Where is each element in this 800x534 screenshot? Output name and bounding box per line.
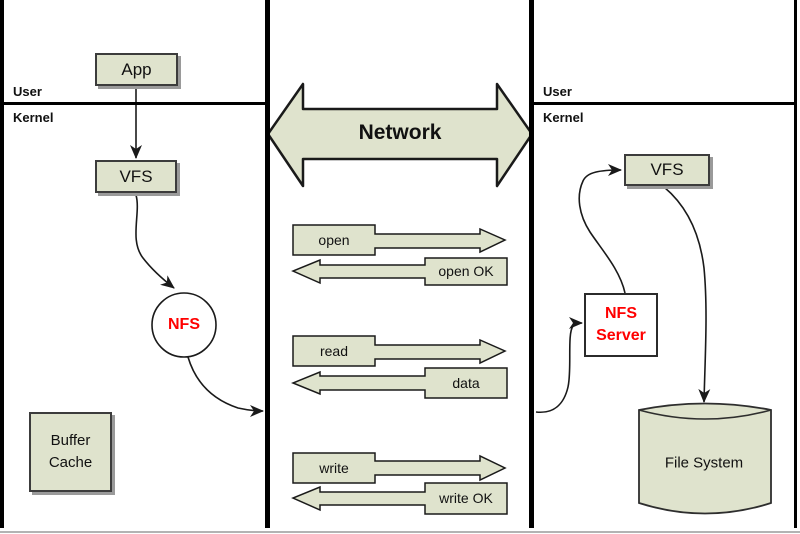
vfs-to-file-system-arrow — [663, 186, 711, 403]
client-user-kernel-line — [4, 102, 265, 105]
network-server-divider-line — [529, 0, 534, 528]
open-ok-reply-arrow-shape — [291, 257, 508, 286]
server-user-kernel-line — [534, 102, 794, 105]
data-reply-arrow-shape — [291, 367, 508, 399]
nfs-client-label: NFS — [168, 316, 200, 333]
nfs-server-box: NFS Server — [584, 293, 658, 357]
nfs-server-to-vfs-arrow — [578, 164, 626, 294]
write-ok-reply-label: write OK — [439, 490, 493, 506]
server-kernel-label: Kernel — [543, 110, 584, 125]
file-system-cylinder — [638, 402, 772, 515]
server-right-border-line — [794, 0, 797, 528]
write-request-label: write — [319, 460, 349, 476]
bottom-edge-line — [0, 531, 800, 533]
read-request-arrow-shape — [292, 335, 507, 367]
buffer-cache-box: Buffer Cache — [29, 412, 112, 492]
open-request-label: open — [318, 232, 350, 248]
nfs-server-label-line1: NFS — [605, 305, 637, 323]
client-network-divider-line — [265, 0, 270, 528]
client-left-border-line — [0, 0, 4, 528]
vfs-server-box: VFS — [624, 154, 710, 186]
read-request-label: read — [319, 343, 349, 359]
nfs-to-network-arrow — [187, 356, 264, 417]
buffer-cache-label: Buffer Cache — [48, 432, 93, 471]
app-box: App — [95, 53, 178, 86]
file-system-label: File System — [664, 454, 744, 472]
network-to-nfs-server-arrow — [535, 317, 583, 413]
app-label: App — [121, 59, 152, 79]
data-reply-label: data — [452, 375, 480, 391]
write-ok-reply-arrow-shape — [291, 482, 508, 515]
write-request-arrow-shape — [292, 452, 507, 484]
vfs-to-nfs-arrow — [135, 194, 175, 289]
network-label: Network — [358, 121, 442, 144]
server-user-label: User — [543, 84, 572, 99]
client-kernel-label: Kernel — [13, 110, 54, 125]
vfs-client-box: VFS — [95, 160, 177, 193]
open-ok-reply-label: open OK — [438, 263, 494, 279]
open-request-arrow-shape — [292, 224, 507, 256]
file-system-cylinder-top-arc — [638, 409, 772, 420]
client-user-label: User — [13, 84, 42, 99]
vfs-client-label: VFS — [119, 166, 153, 186]
vfs-server-label: VFS — [650, 160, 684, 179]
nfs-server-label-line2: Server — [596, 327, 646, 344]
nfs-client-circle — [151, 292, 217, 358]
